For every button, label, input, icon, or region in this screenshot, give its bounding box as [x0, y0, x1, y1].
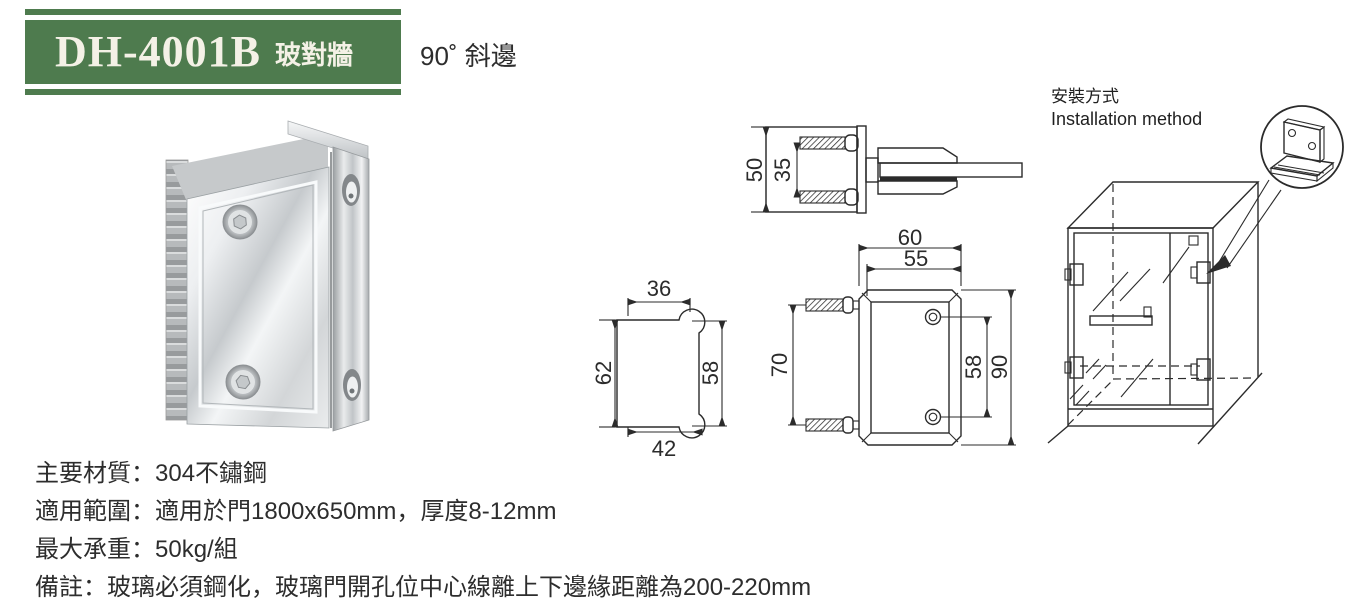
leader-line	[1226, 189, 1282, 269]
gasket	[880, 177, 957, 181]
gasket-serration	[165, 159, 189, 421]
installation-diagram	[1047, 105, 1344, 445]
cabinet-top	[1066, 181, 1260, 229]
spec-line: 適用範圍：適用於門1800x650mm，厚度8-12mm	[35, 498, 557, 525]
arrowhead	[1206, 255, 1231, 274]
badge-box: DH-4001B 玻對牆	[25, 20, 401, 84]
angle-note: 90˚ 斜邊	[420, 41, 517, 71]
back-plate	[172, 134, 328, 202]
badge-bottom-stripe	[25, 89, 401, 95]
screw-shaft	[805, 418, 844, 432]
screw-head	[842, 416, 854, 434]
towel-bar	[1089, 315, 1153, 326]
product-photo	[165, 120, 370, 432]
dim-cutout-holes: 58	[698, 361, 723, 385]
plate-bevel-highlight	[198, 180, 318, 414]
spec-line: 最大承重：50kg/組	[35, 536, 238, 563]
dim-front-height: 90	[987, 355, 1012, 379]
hinge-bracket	[1069, 356, 1084, 379]
upper-jaw	[877, 147, 958, 164]
product-badge: DH-4001B 玻對牆	[25, 9, 401, 95]
wall-wing	[332, 146, 370, 432]
screw-shaft	[799, 136, 846, 150]
product-model: DH-4001B	[55, 27, 261, 76]
installation-title-zh: 安裝方式	[1051, 87, 1119, 106]
installation-title-en: Installation method	[1051, 109, 1203, 129]
lower-jaw	[877, 180, 958, 195]
detail-circle	[1260, 105, 1344, 189]
dim-section-outer: 50	[742, 158, 767, 182]
dim-front-screws: 70	[767, 353, 792, 377]
hex-screw-bottom	[225, 364, 261, 400]
glass-panel	[879, 162, 1023, 178]
screw-head	[842, 296, 854, 314]
plate-bevel-line	[202, 184, 314, 410]
section-view-drawing: 50 35	[742, 125, 1023, 214]
dim-section-screws: 35	[770, 158, 795, 182]
front-view-drawing: 60 55 70 58 90	[767, 225, 1016, 446]
spec-line: 備註：玻璃必須鋼化，玻璃門開孔位中心線離上下邊緣距離為200-220mm	[35, 574, 812, 601]
dim-cutout-top: 36	[647, 276, 671, 301]
screw-shaft	[799, 190, 846, 204]
door-frame	[1073, 232, 1209, 406]
hole-bottom	[924, 408, 942, 426]
installation-title: 安裝方式 Installation method	[1051, 86, 1202, 130]
dim-front-width-inner: 55	[904, 246, 928, 271]
hole-top	[924, 308, 942, 326]
door-knob	[1188, 235, 1199, 246]
screw-shaft	[805, 298, 844, 312]
product-category: 玻對牆	[275, 41, 354, 70]
hinge-bracket	[1069, 263, 1084, 286]
clamp-plate	[186, 166, 330, 429]
wing-hole-bottom	[343, 369, 361, 401]
badge-top-stripe	[25, 9, 401, 15]
screw-head	[844, 188, 859, 206]
spec-line: 主要材質：304不鏽鋼	[35, 460, 268, 487]
leader-line	[1218, 179, 1270, 263]
dim-front-holes: 58	[961, 355, 986, 379]
dim-cutout-left: 62	[591, 361, 616, 385]
screw-head	[844, 134, 859, 152]
glass-reflections	[1069, 246, 1190, 406]
detail-bracket	[1269, 118, 1335, 183]
hex-screw-top	[222, 204, 258, 240]
wing-hole-top	[342, 174, 360, 206]
dim-cutout-bottom: 42	[652, 436, 676, 461]
dim-front-width-outer: 60	[898, 225, 922, 250]
cabinet-front	[1067, 227, 1214, 427]
spec-list: 主要材質：304不鏽鋼 適用範圍：適用於門1800x650mm，厚度8-12mm…	[35, 455, 811, 607]
glass-cutout-drawing: 36 62 58 42	[591, 276, 727, 461]
